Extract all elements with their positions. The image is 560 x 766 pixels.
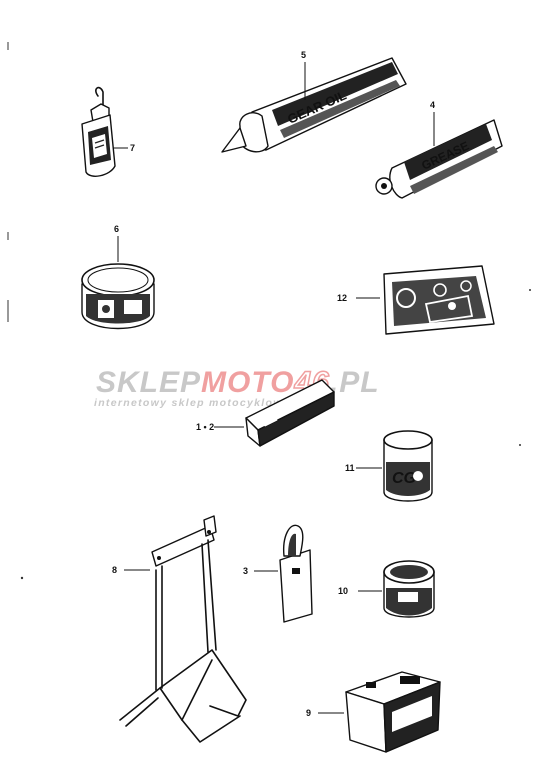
part-10-can[interactable]: 10 <box>338 560 435 618</box>
callout-3: 3 <box>243 566 248 576</box>
part-11-can[interactable]: CG 11 <box>345 430 433 502</box>
part-7-bottle[interactable]: 7 <box>81 86 135 177</box>
svg-text:SKLEPMOTO46.PL: SKLEPMOTO46.PL <box>96 366 380 399</box>
callout-7: 7 <box>130 143 135 153</box>
part-6-tin[interactable]: 6 <box>81 224 155 330</box>
callout-10: 10 <box>338 586 348 596</box>
watermark-tagline: internetowy sklep motocyklowy <box>94 397 290 409</box>
part-9-battery[interactable]: 9 <box>306 671 441 753</box>
part-1-2-box[interactable]: 1 • 2 <box>196 379 335 447</box>
callout-1-2: 1 • 2 <box>196 422 214 432</box>
watermark-brand-tld: .PL <box>330 366 380 399</box>
watermark-brand-mid: MOTO <box>201 366 294 399</box>
callout-4: 4 <box>430 100 435 110</box>
watermark: SKLEPMOTO46.PL internetowy sklep motocyk… <box>94 365 380 409</box>
margin-marks <box>7 42 531 580</box>
callout-6: 6 <box>114 224 119 234</box>
part-5-tube[interactable]: GEAR OIL 5 <box>221 50 407 153</box>
part-4-tube[interactable]: GREASE 4 <box>375 100 503 199</box>
callout-8: 8 <box>112 565 117 575</box>
watermark-brand-left: SKLEP <box>96 366 201 399</box>
part-3-pouch[interactable]: 3 <box>243 524 313 623</box>
part-8-stand[interactable]: 8 <box>112 515 247 743</box>
svg-text:CG: CG <box>392 470 416 487</box>
callout-9: 9 <box>306 708 311 718</box>
callout-5: 5 <box>301 50 306 60</box>
part-12-gasket-set[interactable]: 12 <box>337 265 495 335</box>
callout-12: 12 <box>337 293 347 303</box>
callout-11: 11 <box>345 463 355 473</box>
